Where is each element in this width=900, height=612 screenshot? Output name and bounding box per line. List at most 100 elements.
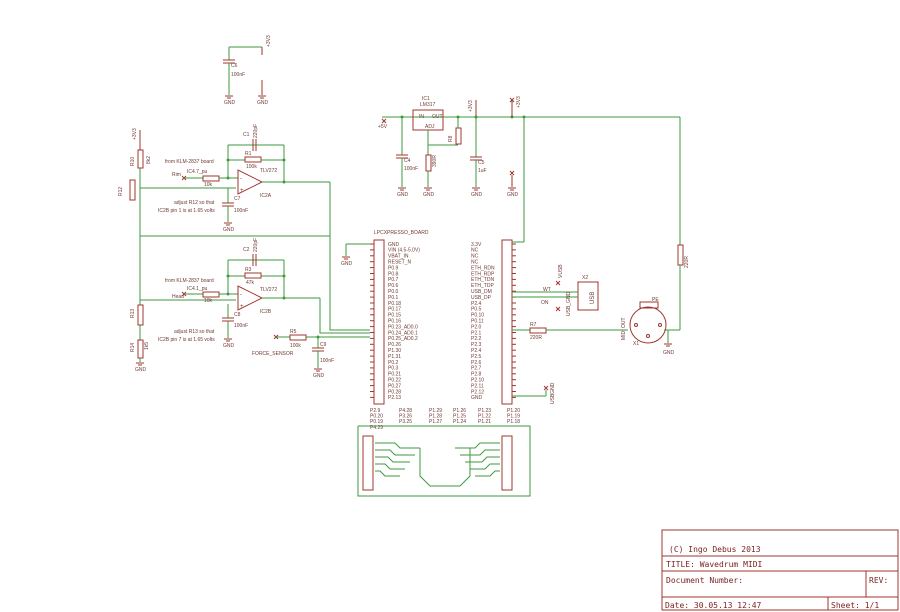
svg-text:-: - bbox=[240, 176, 242, 182]
c8-name: C8 bbox=[234, 312, 241, 318]
board-bottom-pin-label: P1.25 bbox=[453, 414, 466, 420]
board-left-pin-label: P0.1 bbox=[388, 295, 399, 301]
note-rim: Rim bbox=[172, 172, 181, 178]
board-bottom-pin-label: P1.23 bbox=[478, 408, 491, 414]
board-left-pin-label: P0.24_AD0.1 bbox=[388, 330, 418, 336]
board-right-pin-label: P2.4 bbox=[471, 348, 482, 354]
r4-bot-value: 10k bbox=[204, 298, 213, 304]
board-right-pin-label: ETH_TDN bbox=[471, 277, 494, 283]
supply-3v3-a: +3V3 bbox=[266, 35, 272, 47]
board-bottom-pin-label: P1.29 bbox=[429, 408, 442, 414]
board-right-pin-label: USB_DP bbox=[471, 295, 492, 301]
svg-text:-: - bbox=[240, 292, 242, 298]
note-from-top: from KLM-2837 board bbox=[165, 159, 214, 165]
board-right-pin-label: P2.10 bbox=[471, 378, 484, 384]
supply-5v: +5V bbox=[378, 124, 388, 130]
gnd-label: GND bbox=[223, 343, 235, 349]
board-left-pin-label: VIN (4.5-5.0V) bbox=[388, 248, 420, 254]
c1-name: C1 bbox=[243, 132, 250, 138]
note-pe: PE bbox=[652, 297, 659, 303]
board-bottom-pin-label: P1.19 bbox=[507, 414, 520, 420]
r7-name: R7 bbox=[530, 322, 537, 328]
board-right-pin-label: P2.0 bbox=[471, 324, 482, 330]
board-left-pin-label: P0.18 bbox=[388, 301, 401, 307]
title-block: (C) Ingo Debus 2013 TITLE: Wavedrum MIDI… bbox=[661, 529, 899, 611]
r1-name: R1 bbox=[245, 151, 252, 157]
board-bottom-pin-label: P0.20 bbox=[370, 414, 383, 420]
sheet-text: Sheet: 1/1 bbox=[831, 601, 879, 610]
r4-top-value: 10k bbox=[204, 182, 213, 188]
c2-name: C2 bbox=[243, 247, 250, 253]
supply-3v3-b: +3V3 bbox=[468, 100, 474, 112]
note-adjust-top-2: IC2B pin 1 is at 1.65 volts bbox=[158, 208, 215, 214]
board-left-pin-label: P0.0 bbox=[388, 289, 399, 295]
supply-3v3-c: +3V3 bbox=[516, 96, 522, 108]
ic1-in-pin: IN bbox=[419, 114, 424, 120]
board-left-pin-label: P0.2 bbox=[388, 360, 399, 366]
board-right-pin-label: P2.12 bbox=[471, 389, 484, 395]
ic1-name: IC1 bbox=[422, 96, 430, 102]
midi-out-connector: R7 220R PE MIDI OUT X1 GND bbox=[512, 297, 680, 356]
board-bottom-pin-label: P1.20 bbox=[507, 408, 520, 414]
svg-text:+: + bbox=[240, 304, 244, 310]
r3-name: R3 bbox=[245, 267, 252, 273]
r8-name: R8 bbox=[448, 135, 454, 142]
board-left-pin-label: GND bbox=[388, 242, 400, 248]
supply-3v3-top: +3V3 bbox=[132, 128, 138, 140]
note-adjust-top-1: adjust R12 so that bbox=[174, 200, 215, 206]
gnd-label: GND bbox=[223, 227, 235, 233]
ic1-out-pin: OUT bbox=[432, 114, 443, 120]
c2-value: 220pF bbox=[253, 238, 259, 252]
gnd-label: GND bbox=[471, 192, 483, 198]
c9-value: 100nF bbox=[320, 358, 334, 364]
board-right-pin-label: ETH_RDP bbox=[471, 271, 495, 277]
board-right-pin-label: P2.3 bbox=[471, 342, 482, 348]
r14-name: R14 bbox=[130, 343, 136, 352]
x2-name: X2 bbox=[582, 275, 588, 281]
r10-value: 8k2 bbox=[146, 156, 152, 164]
board-right-pin-label: NC bbox=[471, 248, 479, 254]
opamp-ic2a-section: +3V3 R10 8k2 R12 from KLM-2837 board Rim… bbox=[118, 124, 331, 305]
board-bottom-pin-label: P4.28 bbox=[399, 408, 412, 414]
r10-name: R10 bbox=[130, 157, 136, 166]
c7-value: 100nF bbox=[234, 208, 248, 214]
board-right-pin-label: P2.5 bbox=[471, 354, 482, 360]
board-right-pin-label: GND bbox=[471, 395, 483, 401]
note-adjust-bot-1: adjust R13 so that bbox=[174, 329, 215, 335]
board-left-pin-label: P2.13 bbox=[388, 395, 401, 401]
note-head: Head bbox=[172, 294, 184, 300]
board-right-pin-label: P0.11 bbox=[471, 319, 484, 325]
board-left-pin-label: P0.21 bbox=[388, 372, 401, 378]
usb-connector: USB X2 WT ON VUSB USB_GND USBGND bbox=[512, 264, 599, 404]
board-left-pin-label: P0.25_AD0.2 bbox=[388, 336, 418, 342]
note-adjust-bot-2: IC2B pin 7 is at 1.65 volts bbox=[158, 337, 215, 343]
board-left-pin-label: P1.31 bbox=[388, 354, 401, 360]
c5-name: C5 bbox=[478, 160, 485, 166]
board-left-pin-label: P0.28 bbox=[388, 389, 401, 395]
ic2b-name: IC2B bbox=[260, 309, 272, 315]
ic2a-value: TLV272 bbox=[260, 168, 277, 174]
r14-value: 1k5 bbox=[144, 342, 150, 350]
board-name: LPCXPRESSO_BOARD bbox=[374, 230, 429, 236]
date-text: Date: 30.05.13 12:47 bbox=[665, 601, 762, 610]
expansion-header bbox=[357, 425, 531, 497]
c6-value: 100nF bbox=[231, 72, 245, 78]
board-left-pin-label: P0.3 bbox=[388, 366, 399, 372]
ic2b-value: TLV272 bbox=[260, 287, 277, 293]
r3-value: 47k bbox=[246, 280, 255, 286]
board-right-pin-label: NC bbox=[471, 254, 479, 260]
gnd-label: GND bbox=[423, 192, 435, 198]
c1-value: 220pF bbox=[253, 124, 259, 138]
board-right-pin-label: P0.5 bbox=[471, 307, 482, 313]
note-wt: WT bbox=[543, 287, 551, 293]
note-usb-gnd: USB_GND bbox=[566, 291, 572, 316]
board-bottom-pin-label: P1.18 bbox=[507, 419, 520, 425]
board-bottom-pin-label: P1.27 bbox=[429, 419, 442, 425]
c4-value: 100nF bbox=[404, 166, 418, 172]
rev-label: REV: bbox=[869, 576, 888, 585]
board-left-pin-label: RESET_N bbox=[388, 260, 411, 266]
board-right-pin-label: USB_DM bbox=[471, 289, 492, 295]
board-bottom-pin-label: P1.21 bbox=[478, 419, 491, 425]
svg-text:+: + bbox=[240, 188, 244, 194]
